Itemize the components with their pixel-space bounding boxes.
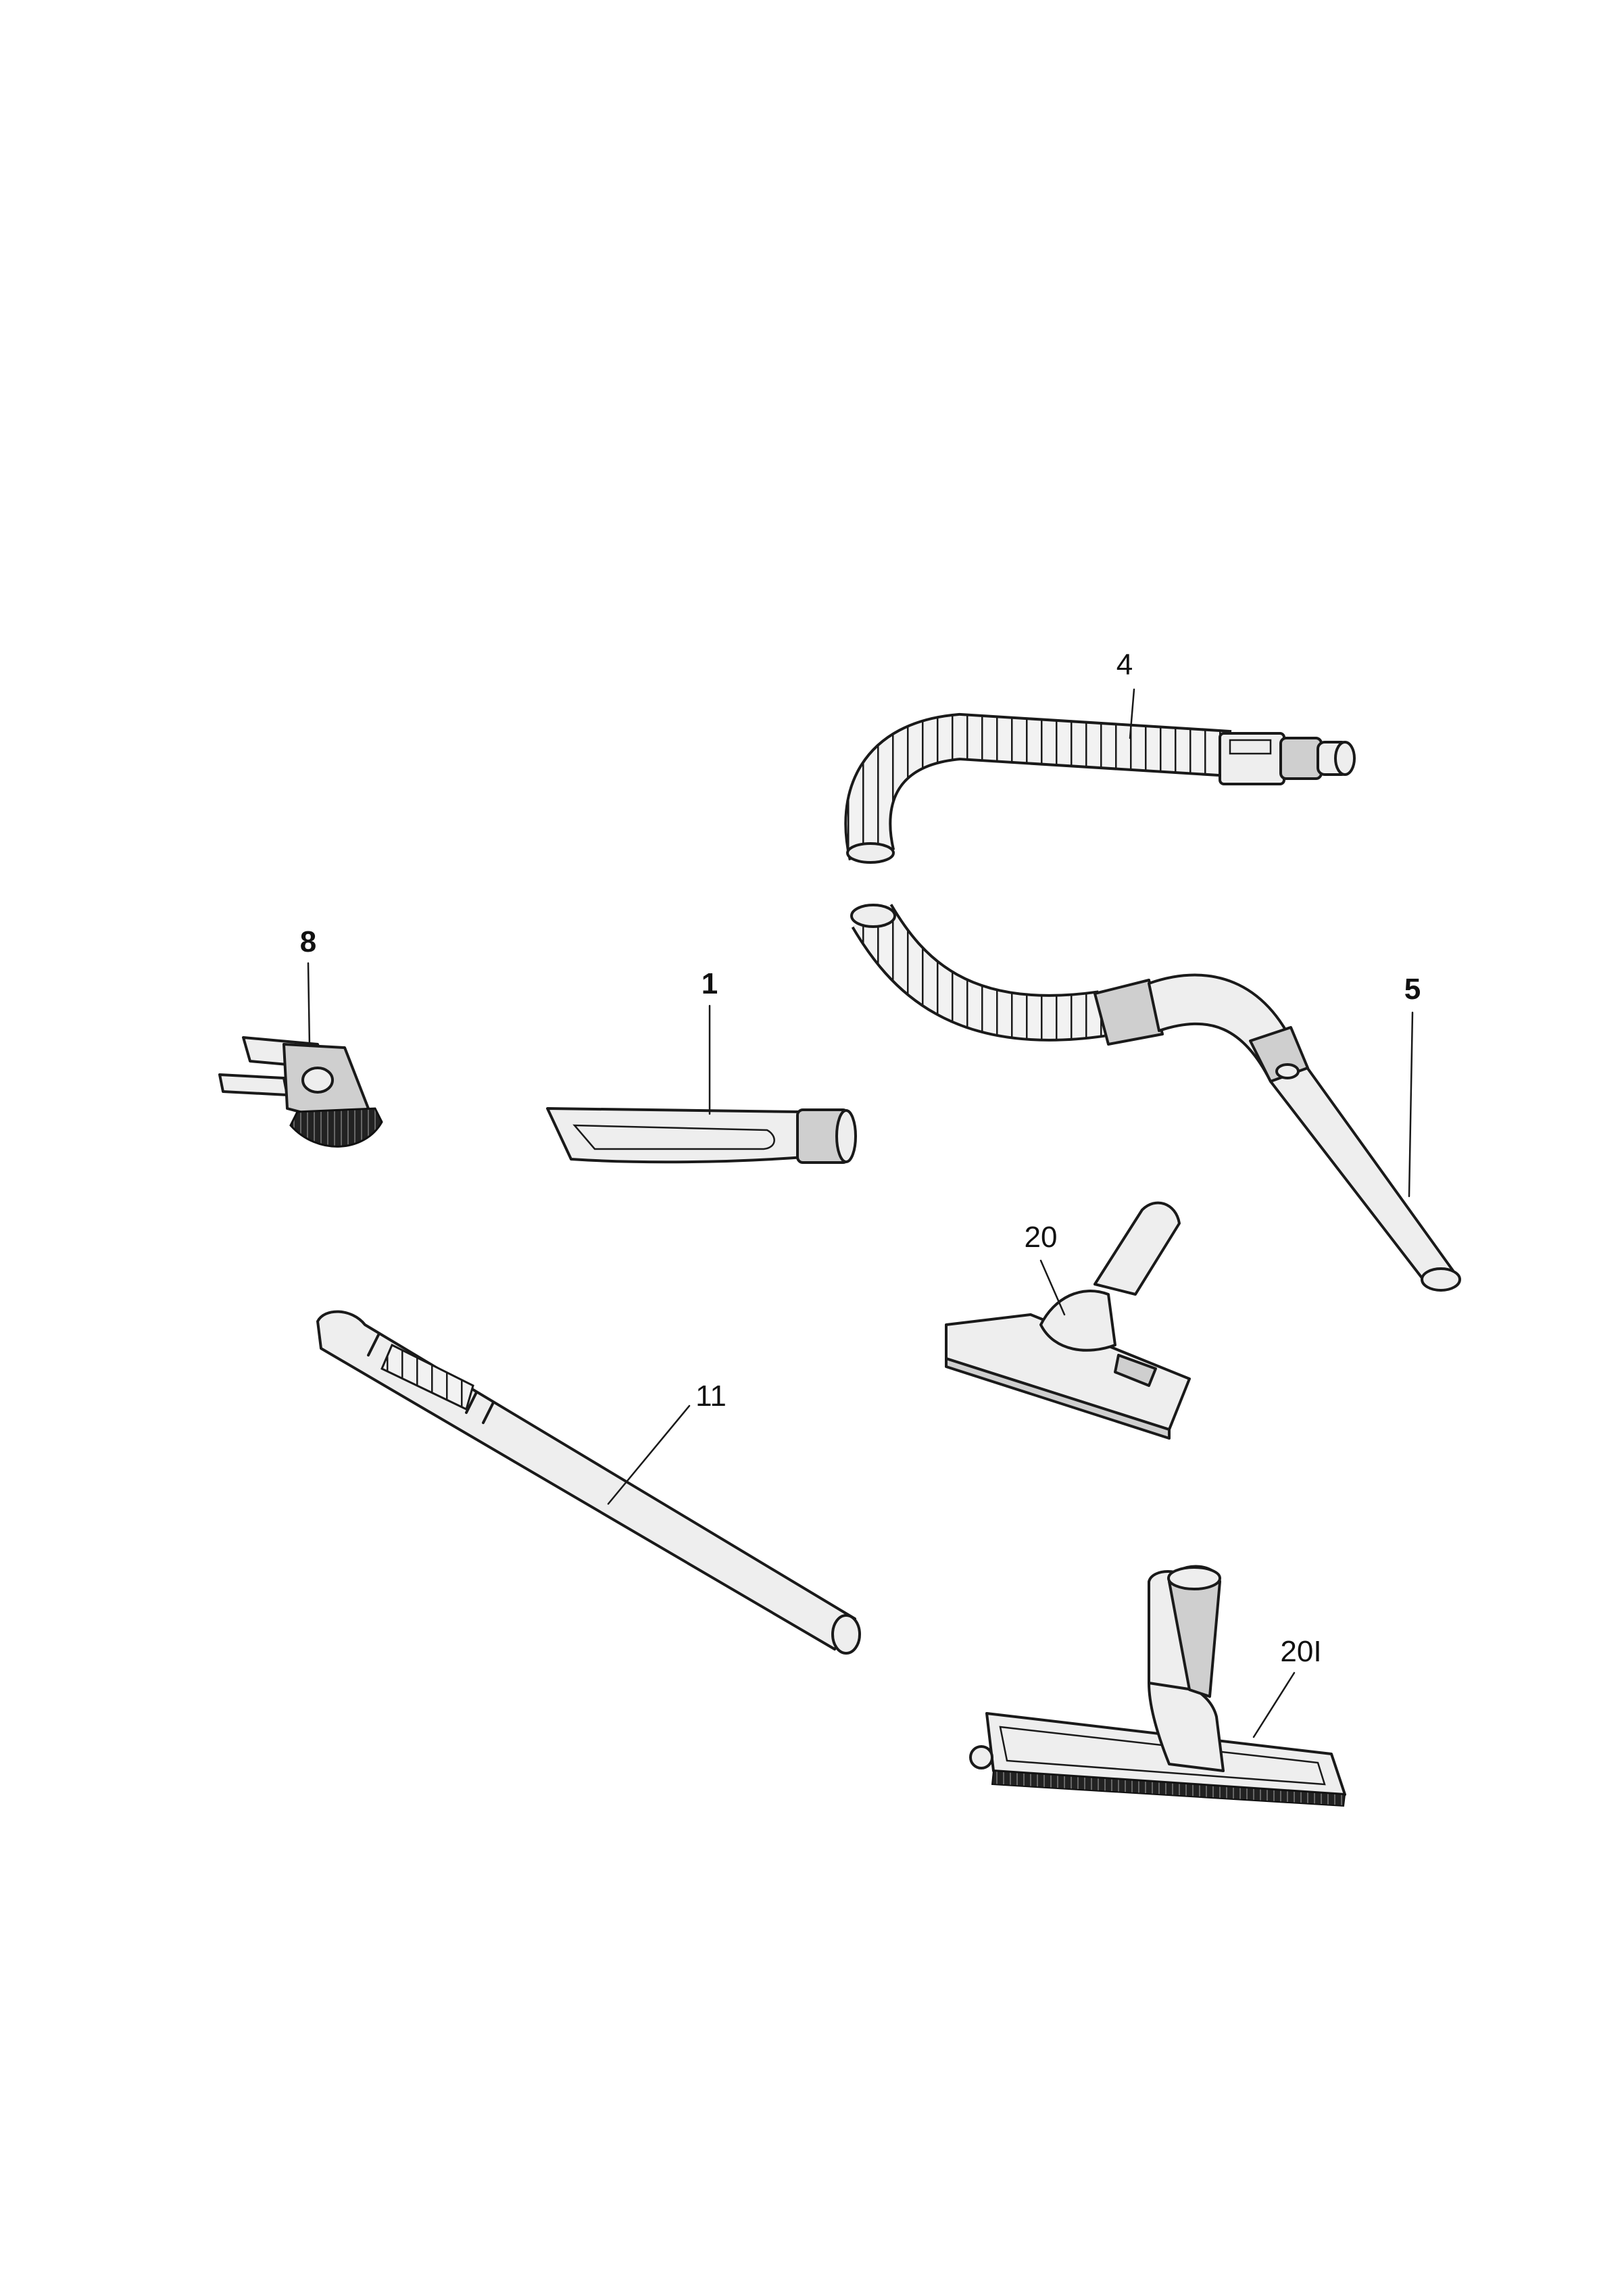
hose-section-drawing — [844, 712, 1356, 864]
leader-line-4 — [1129, 688, 1135, 739]
leader-line-20i — [1252, 1671, 1296, 1738]
crevice-tool-drawing — [546, 1107, 857, 1164]
callout-label-5: 5 — [1404, 973, 1421, 1006]
callout-label-8: 8 — [300, 925, 316, 958]
leader-line-8 — [307, 962, 311, 1048]
floor-nozzle-drawing — [945, 1201, 1191, 1440]
parquet-brush-drawing — [969, 1565, 1346, 1807]
dusting-brush-drawing — [218, 1036, 383, 1148]
callout-label-4: 4 — [1116, 648, 1133, 681]
callout-label-20i: 20I — [1280, 1635, 1321, 1668]
leader-line-11 — [607, 1405, 691, 1505]
callout-label-11: 11 — [695, 1379, 727, 1413]
callout-label-20: 20 — [1025, 1221, 1058, 1254]
leader-line-20 — [1039, 1259, 1066, 1316]
leader-line-5 — [1408, 1011, 1414, 1198]
callout-label-1: 1 — [702, 967, 718, 1000]
telescopic-tube-drawing — [316, 1310, 861, 1655]
hose-handle-drawing — [850, 904, 1461, 1292]
